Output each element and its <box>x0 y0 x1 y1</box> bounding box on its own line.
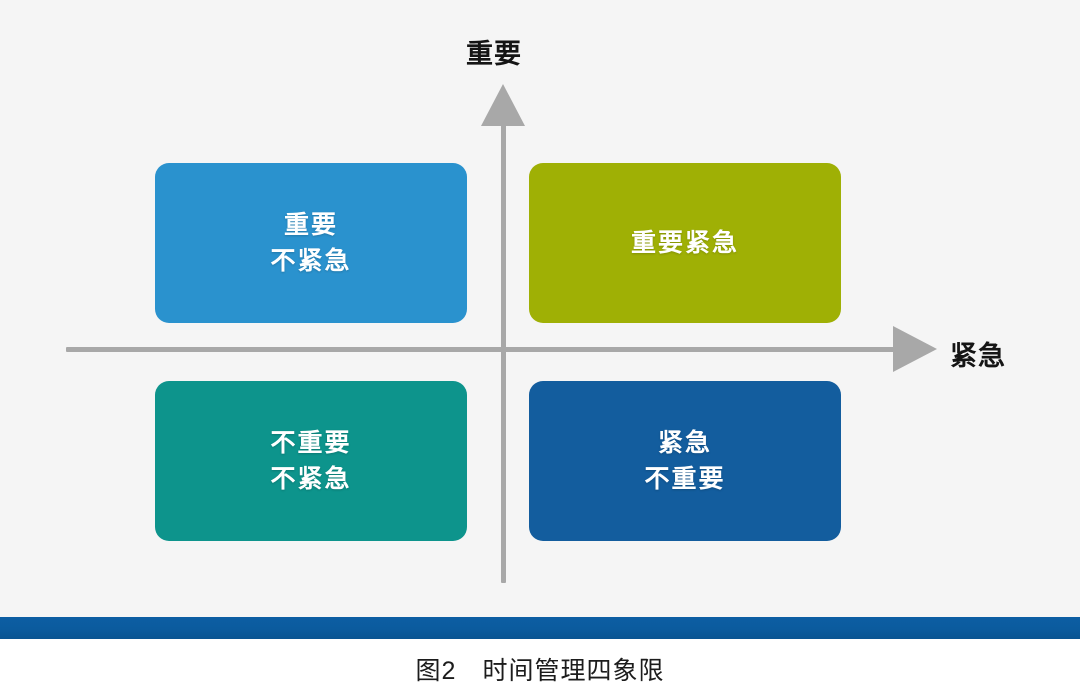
quadrant-label-line: 紧急 <box>657 428 712 457</box>
caption-area: 图2 时间管理四象限 <box>0 639 1080 699</box>
arrow-right-icon <box>893 326 937 372</box>
quadrant-urgent-not-important[interactable]: 紧急 不重要 <box>529 381 841 541</box>
quadrant-not-important-not-urgent[interactable]: 不重要 不紧急 <box>155 381 467 541</box>
divider-bar <box>0 617 1080 639</box>
axis-label-vertical: 重要 <box>466 39 522 69</box>
quadrant-label-line: 重要紧急 <box>630 228 739 257</box>
figure-caption: 图2 时间管理四象限 <box>415 657 665 685</box>
quadrant-label-line: 不重要 <box>270 428 352 457</box>
quadrant-label-line: 不重要 <box>644 465 726 493</box>
quadrant-label-line: 重要 <box>283 210 338 239</box>
quadrant-important-urgent[interactable]: 重要紧急 <box>529 163 841 323</box>
quadrant-label-line: 不紧急 <box>270 247 352 275</box>
arrow-up-icon <box>481 84 525 126</box>
diagram-canvas: 重要 紧急 重要 不紧急 重要紧急 不重要 不紧急 紧急 不重要 <box>0 0 1080 618</box>
axis-label-horizontal: 紧急 <box>950 341 1006 371</box>
horizontal-axis-line <box>66 347 930 352</box>
quadrant-label-line: 不紧急 <box>270 465 352 493</box>
quadrant-important-not-urgent[interactable]: 重要 不紧急 <box>155 163 467 323</box>
vertical-axis-line <box>501 104 506 583</box>
